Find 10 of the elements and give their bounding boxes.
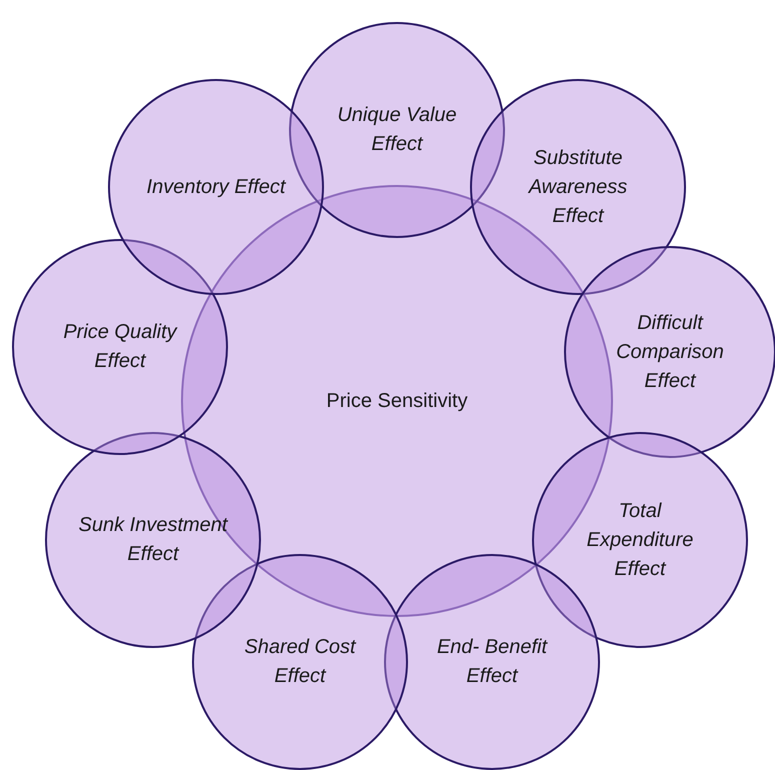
node-label: Shared Cost Effect (243, 635, 358, 689)
node-label: Price Quality Effect (62, 320, 178, 374)
node-label: Difficult Comparison Effect (615, 310, 725, 394)
node-label: Total Expenditure Effect (586, 498, 694, 582)
node-label: Substitute Awareness Effect (526, 146, 628, 228)
node-label: Price Sensitivity (326, 390, 468, 412)
node-label: End- Benefit Effect (436, 635, 549, 689)
node-label: Unique Value Effect (336, 103, 458, 157)
node-label: Sunk Investment Effect (78, 513, 228, 567)
node-label: Inventory Effect (146, 174, 286, 200)
